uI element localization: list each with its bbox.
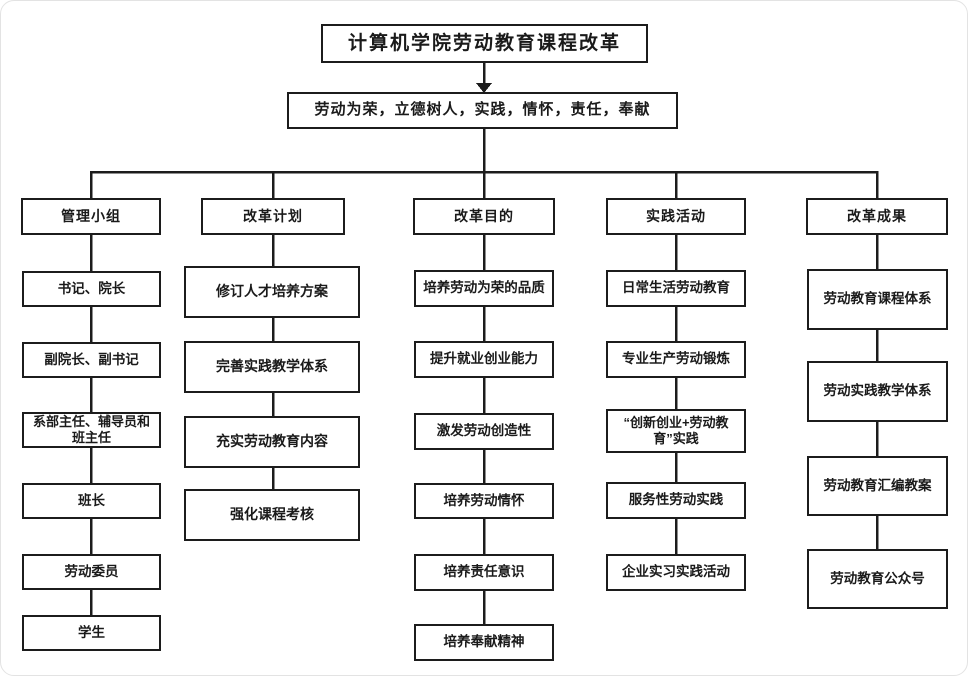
flow-node: 修订人才培养方案 [184, 266, 360, 318]
flow-node: 培养奉献精神 [414, 624, 554, 661]
slogan-box: 劳动为荣，立德树人，实践，情怀，责任，奉献 [287, 92, 678, 129]
flow-node: 提升就业创业能力 [414, 341, 554, 378]
header-management-group: 管理小组 [21, 198, 161, 235]
flow-node: 培养劳动为荣的品质 [414, 270, 554, 307]
flow-node: 服务性劳动实践 [606, 482, 746, 519]
flow-node: 副院长、副书记 [22, 342, 161, 378]
flow-node: 劳动教育汇编教案 [807, 456, 948, 516]
header-reform-purpose: 改革目的 [413, 198, 555, 235]
flow-node: 充实劳动教育内容 [184, 416, 360, 468]
flow-node: 激发劳动创造性 [414, 413, 554, 450]
flow-node: 劳动教育公众号 [807, 549, 948, 609]
flow-node: 劳动教育课程体系 [807, 269, 948, 330]
header-reform-plan: 改革计划 [201, 198, 345, 235]
flow-node: 系部主任、辅导员和班主任 [22, 412, 161, 448]
flow-node: 劳动委员 [22, 554, 161, 590]
flow-node: 强化课程考核 [184, 489, 360, 541]
flow-node: “创新创业+劳动教育”实践 [606, 409, 746, 453]
flow-node: 日常生活劳动教育 [606, 270, 746, 307]
header-practice-activities: 实践活动 [606, 198, 746, 235]
flow-node: 完善实践教学体系 [184, 341, 360, 393]
header-reform-results: 改革成果 [806, 198, 948, 235]
arrow-down-icon [476, 83, 492, 93]
flow-node: 专业生产劳动锻炼 [606, 341, 746, 378]
flow-node: 企业实习实践活动 [606, 554, 746, 591]
diagram-title-box: 计算机学院劳动教育课程改革 [321, 24, 648, 63]
flow-node: 班长 [22, 483, 161, 519]
flow-node: 学生 [22, 615, 161, 651]
flow-node: 培养劳动情怀 [414, 483, 554, 519]
flow-node: 培养责任意识 [414, 554, 554, 591]
flow-node: 书记、院长 [22, 271, 161, 307]
flow-node: 劳动实践教学体系 [807, 361, 948, 422]
